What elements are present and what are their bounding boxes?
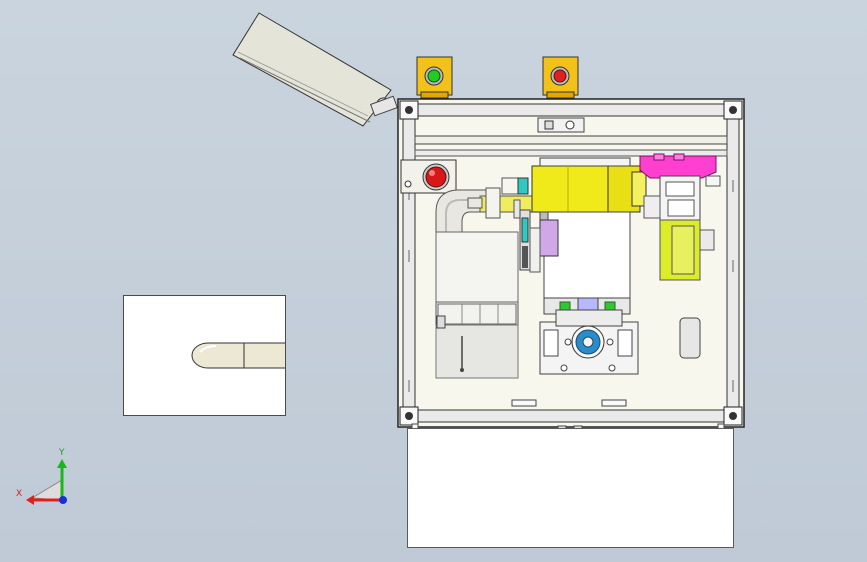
access-slot — [679, 317, 701, 359]
x-axis-label: X — [16, 489, 22, 499]
indicator-lamp-red — [542, 56, 579, 99]
sensor-bracket — [519, 209, 559, 273]
magenta-bracket — [639, 153, 717, 179]
linear-slide — [643, 175, 721, 281]
indicator-lamp-green — [416, 56, 453, 99]
z-axis-dot — [59, 496, 67, 504]
estop-mount — [400, 159, 457, 194]
yellow-motor — [531, 157, 647, 213]
lower-panel — [407, 428, 734, 548]
cover-plate — [232, 12, 392, 127]
hinged-cover — [232, 12, 398, 127]
coordinate-triad: X Y — [16, 448, 67, 505]
x-axis-arrow — [26, 495, 34, 505]
fitting-assembly — [467, 177, 533, 219]
left-enclosure — [435, 231, 519, 379]
y-axis-label: Y — [58, 448, 65, 458]
detail-pin-drawing — [191, 342, 288, 369]
y-axis-arrow — [57, 459, 67, 468]
detail-view[interactable] — [123, 295, 288, 416]
lower-mechanism — [539, 309, 639, 375]
